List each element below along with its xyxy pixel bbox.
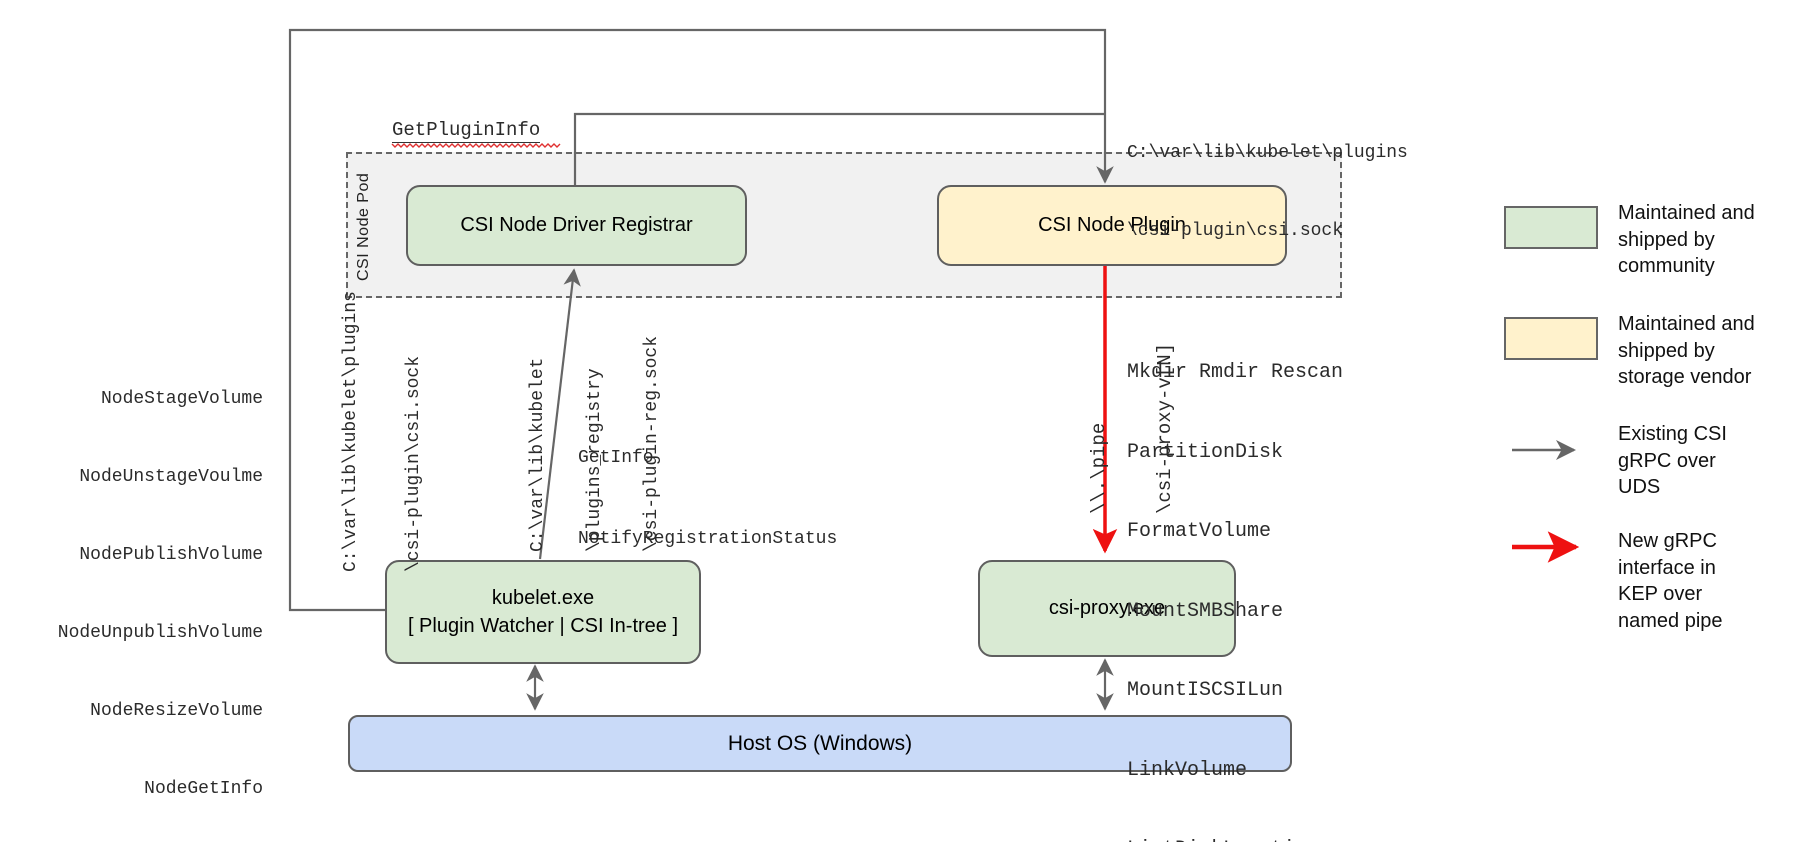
legend-community-text: Maintained and shipped by community	[1618, 200, 1755, 280]
spellcheck-squiggle	[391, 143, 561, 148]
kubelet-label-line2: [ Plugin Watcher | CSI In-tree ]	[407, 615, 679, 637]
proxy-rpc-item: PartitionDisk	[1127, 440, 1284, 464]
rotated-named-pipe-line: \\.\pipe	[1088, 422, 1110, 514]
legend-community-line: community	[1618, 255, 1715, 277]
legend-community-line: Maintained and	[1618, 202, 1755, 224]
host-os-label: Host OS (Windows)	[727, 731, 913, 755]
rotated-plugin-socket-label: C:\var\lib\kubelet\plugins \csi-plugin\c…	[299, 291, 467, 572]
rotated-plugin-socket-line: C:\var\lib\kubelet\plugins	[341, 291, 361, 572]
legend-named-pipe-line: New gRPC	[1618, 530, 1717, 552]
proxy-rpc-item: FormatVolume	[1127, 520, 1272, 543]
rotated-named-pipe-line: \csi-proxy-v[N]	[1154, 342, 1176, 514]
legend-vendor-line: shipped by	[1618, 339, 1715, 362]
legend-vendor-line: Maintained and	[1618, 313, 1755, 335]
legend-named-pipe-line: interface in	[1618, 556, 1716, 579]
legend-uds-line: gRPC over	[1618, 449, 1716, 472]
node-rpc-item: NodeGetInfo	[144, 779, 263, 799]
proxy-rpc-item: Mkdir Rmdir Rescan	[1127, 361, 1344, 384]
plugin-socket-line-2: \csi-plugin\csi.sock	[1127, 221, 1344, 241]
node-rpc-item: NodeUnpublishVolume	[57, 623, 263, 643]
legend-vendor-line: storage vendor	[1618, 366, 1752, 388]
registrar-label: CSI Node Driver Registrar	[460, 214, 693, 236]
rotated-plugin-socket-line: \csi-plugin\csi.sock	[404, 355, 424, 572]
plugin-socket-path-label: C:\var\lib\kubelet\plugins \csi-plugin\c…	[1127, 88, 1408, 296]
legend-uds-line: UDS	[1618, 476, 1661, 498]
node-rpc-item: NodeUnstageVoulme	[79, 467, 263, 487]
rotated-registry-socket-line: \plugins_registry	[585, 368, 605, 552]
legend-uds-line: Existing CSI	[1618, 423, 1727, 445]
rotated-named-pipe-label: \\.\pipe \csi-proxy-v[N]	[1044, 343, 1220, 514]
proxy-rpc-item: ListDiskLocations	[1127, 837, 1343, 842]
rotated-registry-socket-line: C:\var\lib\kubelet	[528, 357, 548, 552]
legend-uds-text: Existing CSI gRPC over UDS	[1618, 421, 1727, 501]
proxy-rpc-item: LinkVolume	[1127, 758, 1248, 782]
legend-community-swatch	[1504, 206, 1598, 249]
node-rpc-list: NodeStageVolume NodeUnstageVoulme NodePu…	[40, 334, 263, 842]
proxy-rpc-list: Mkdir Rmdir Rescan PartitionDisk FormatV…	[1127, 307, 1343, 842]
proxy-rpc-item: MountSMBShare	[1127, 599, 1284, 623]
node-rpc-item: NodeResizeVolume	[90, 701, 263, 721]
legend-vendor-text: Maintained and shipped by storage vendor	[1618, 311, 1755, 391]
rotated-registry-socket-label: C:\var\lib\kubelet \plugins_registry \cs…	[491, 336, 700, 552]
csi-node-pod-label: CSI Node Pod	[355, 172, 372, 281]
host-os-box: Host OS (Windows)	[348, 715, 1292, 772]
legend-named-pipe-line: KEP over	[1618, 583, 1703, 605]
rotated-registry-socket-line: \csi-plugin-reg.sock	[642, 335, 662, 552]
plugin-socket-line-1: C:\var\lib\kubelet\plugins	[1127, 143, 1408, 163]
get-plugin-info-label: GetPluginInfo	[392, 119, 541, 143]
csi-node-driver-registrar-box: CSI Node Driver Registrar	[406, 185, 747, 266]
node-rpc-item: NodePublishVolume	[79, 545, 263, 565]
legend-vendor-swatch	[1504, 317, 1598, 360]
node-rpc-item: NodeStageVolume	[100, 389, 263, 409]
proxy-rpc-item: MountISCSILun	[1127, 679, 1284, 702]
legend-community-line: shipped by	[1618, 228, 1715, 251]
legend-named-pipe-text: New gRPC interface in KEP over named pip…	[1618, 528, 1723, 634]
legend-named-pipe-line: named pipe	[1618, 609, 1723, 632]
